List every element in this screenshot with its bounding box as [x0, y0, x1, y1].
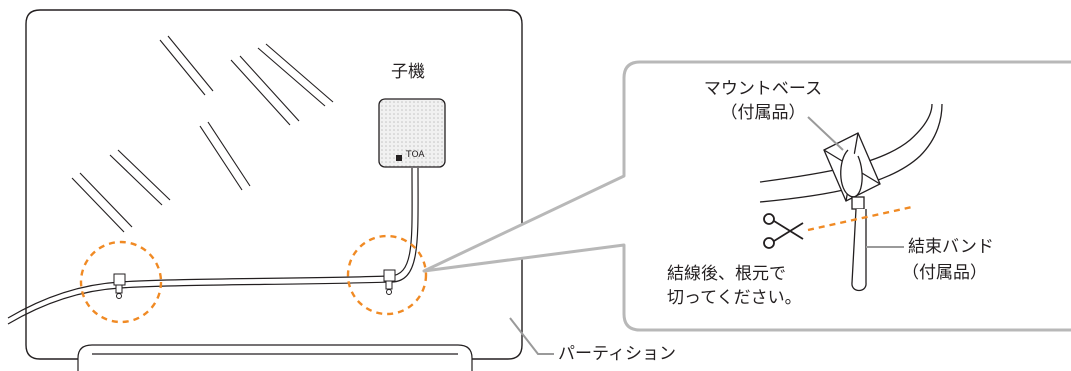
cut-line [807, 205, 913, 232]
zoom-cable-tie [840, 149, 867, 292]
highlight-circles [79, 234, 428, 324]
partition-leader [509, 317, 554, 355]
mount-base-label-line1: マウントベース [703, 79, 823, 99]
glass-reflection-lines [71, 35, 334, 233]
callout-bubble [422, 60, 1071, 332]
cut-note-line1: 結線後、根元で [667, 264, 786, 284]
cable [7, 167, 419, 325]
cable-tie-label-line2: （付属品） [902, 263, 987, 283]
unit-logo: TOA [406, 150, 425, 160]
zoom-cable [759, 103, 943, 203]
cut-note-line2: 切ってください。 [667, 288, 802, 308]
cable-tie-label-line1: 結束バンド [908, 237, 994, 257]
intercom-unit-label: 子機 [391, 62, 425, 82]
scissors-icon [763, 213, 804, 249]
desk-base [77, 344, 473, 371]
callout-leaders [807, 116, 904, 248]
intercom-unit [378, 98, 446, 168]
partition-label: パーティション [558, 344, 676, 364]
cable-mount-left [113, 273, 126, 299]
mount-base-label-line2: （付属品） [720, 103, 806, 123]
cable-mount-right [383, 269, 396, 295]
partition-panel [25, 9, 523, 360]
